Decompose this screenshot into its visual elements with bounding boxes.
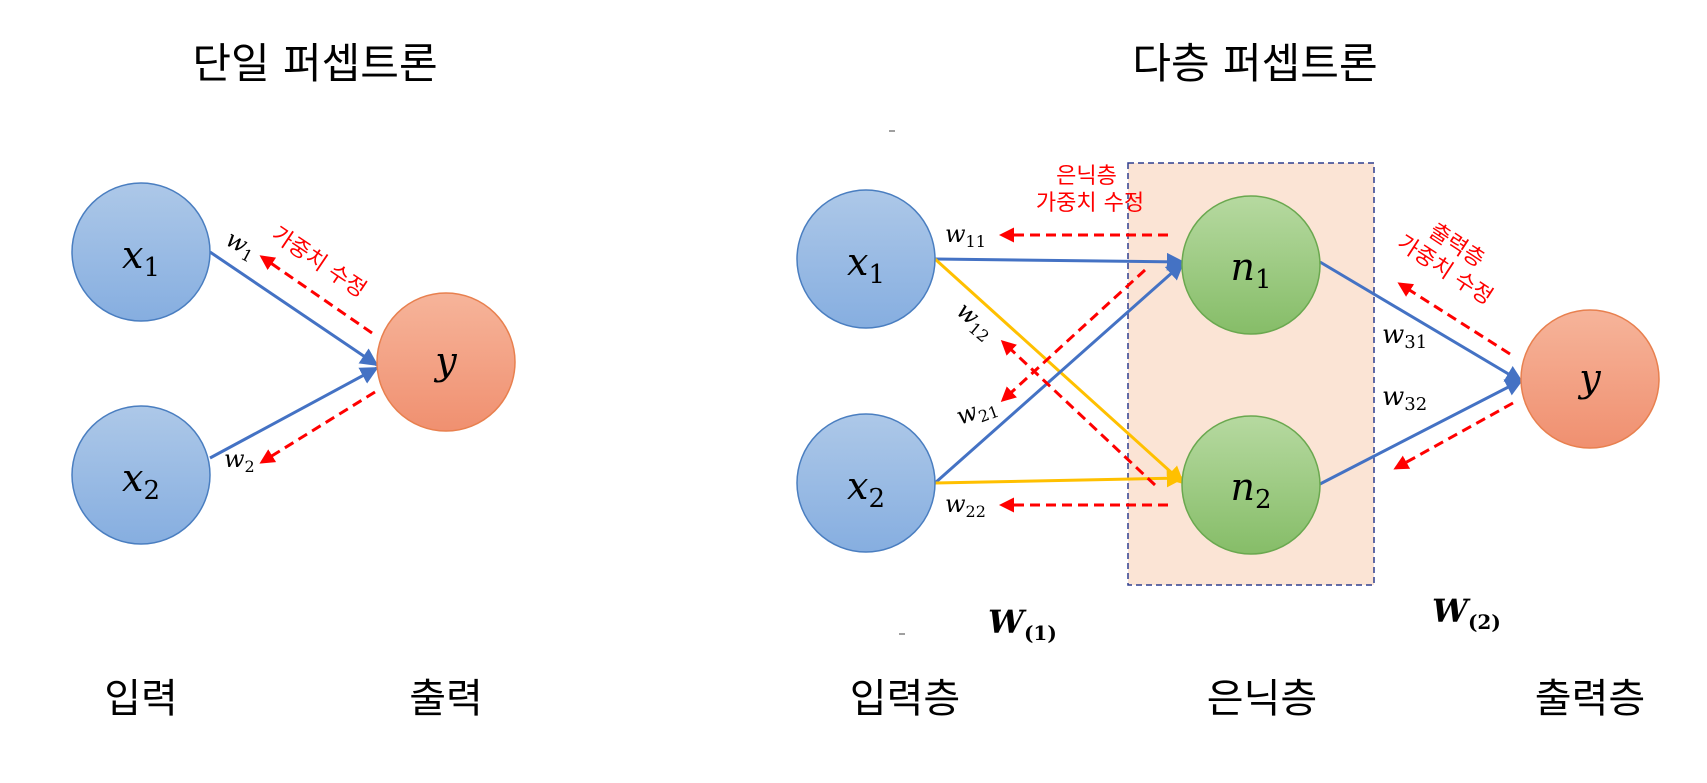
node-label: n [1230, 465, 1254, 509]
node-x1: x1 [796, 189, 936, 329]
node-y: y [1520, 309, 1660, 449]
weight-w11: w11 [945, 220, 986, 251]
weight-w2: w2 [224, 445, 255, 476]
update-arrow-w1 [259, 255, 373, 335]
node-n2: n2 [1181, 415, 1321, 555]
input-layer-label: 입력층 [850, 676, 960, 722]
single-perceptron-title: 단일 퍼셉트론 [192, 39, 437, 88]
output-layer-label: 출력층 [1535, 676, 1645, 722]
node-subscript: 2 [1255, 485, 1272, 515]
svg-text:n1: n1 [1230, 245, 1271, 295]
node-x2: x2 [71, 405, 211, 545]
node-label: x [847, 240, 868, 284]
edge-x1-y [209, 250, 379, 367]
hidden-layer-label: 은닉층 [1207, 676, 1317, 722]
edge-x2-n2 [934, 469, 1185, 488]
svg-text:n2: n2 [1230, 465, 1271, 515]
multi-perceptron-panel: 다층 퍼셉트론 x1 x2 n1 [796, 39, 1660, 722]
update-arrow-w12 [1000, 339, 1157, 487]
node-label: x [122, 233, 143, 277]
single-output-label: 출력 [409, 676, 483, 722]
svg-text:x1: x1 [122, 233, 160, 283]
node-subscript: 2 [143, 476, 160, 506]
weight-w21: w21 [952, 390, 1001, 433]
node-label: n [1230, 245, 1254, 289]
node-label: x [122, 456, 143, 500]
update-arrow-w2 [259, 390, 376, 464]
node-x1: x1 [71, 182, 211, 322]
node-subscript: 1 [868, 260, 885, 290]
node-label: y [433, 339, 457, 383]
node-n1: n1 [1181, 195, 1321, 335]
edge-x1-n1 [934, 252, 1185, 271]
node-subscript: 2 [868, 484, 885, 514]
svg-text:x1: x1 [847, 240, 885, 290]
edge-n2-y [1319, 378, 1524, 486]
update-arrow-w32 [1393, 401, 1514, 470]
edge-x2-n1 [934, 261, 1185, 485]
edge-x2-y [209, 366, 379, 460]
weight-w1: w1 [220, 225, 262, 267]
single-input-label: 입력 [104, 676, 178, 722]
matrix-W1: W(1) [988, 603, 1057, 645]
multi-perceptron-title: 다층 퍼셉트론 [1132, 39, 1377, 88]
node-label: y [1577, 356, 1601, 400]
node-x2: x2 [796, 413, 936, 553]
node-subscript: 1 [143, 253, 160, 283]
node-subscript: 1 [1255, 265, 1272, 295]
node-label: x [847, 464, 868, 508]
weight-w22: w22 [945, 490, 986, 521]
hidden-update-label: 은닉층 가중치 수정 [1036, 164, 1144, 216]
svg-text:x2: x2 [847, 464, 885, 514]
edge-n1-y [1319, 260, 1524, 384]
single-perceptron-panel: 단일 퍼셉트론 x1 x2 y w1 w2 가중치 수정 입력 출력 [71, 39, 516, 722]
weight-w32: w32 [1382, 382, 1427, 415]
node-y: y [376, 292, 516, 432]
update-arrow-w31 [1397, 282, 1511, 356]
matrix-W2: W(2) [1432, 592, 1501, 634]
update-arrow-w21 [1000, 268, 1147, 403]
weight-w12: w12 [949, 296, 1000, 346]
weight-w31: w31 [1382, 320, 1427, 353]
svg-text:x2: x2 [122, 456, 160, 506]
single-update-label: 가중치 수정 [267, 222, 371, 303]
output-update-label: 출력층 가중치 수정 [1393, 208, 1512, 311]
